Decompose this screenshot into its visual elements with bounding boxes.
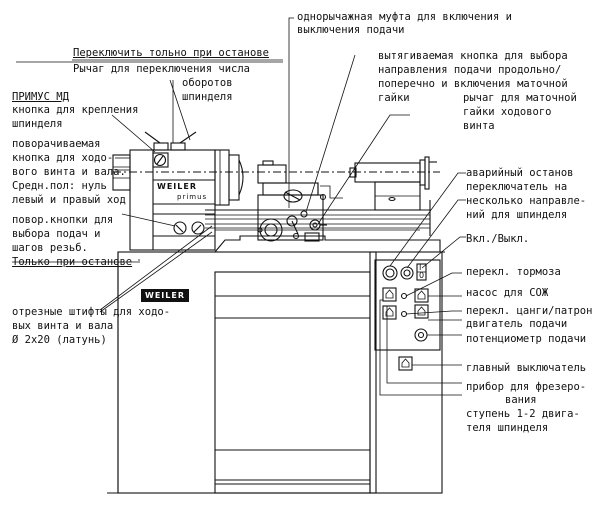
label-feed-knobs-3: шагов резьб.: [12, 242, 88, 254]
label-shear-pins-3: Ø 2x20 (латунь): [12, 334, 107, 346]
label-coolant-pump: насос для СОЖ: [466, 287, 549, 299]
label-pull-knob-2: направления подачи продольно/: [378, 64, 562, 76]
label-feed-knobs-2: выбора подач и: [12, 228, 101, 240]
label-shear-pins-2: вых винта и вала: [12, 320, 114, 332]
label-spindle-motor-1: ступень 1-2 двига-: [466, 408, 580, 420]
label-direction-switch-1: переключатель на: [466, 181, 568, 193]
control-panel: [374, 259, 441, 371]
label-half-nut-3: винта: [463, 120, 495, 132]
headstock: [112, 131, 244, 251]
weiler-logo-bed: WEILER: [140, 288, 190, 303]
label-pull-knob-1: вытягиваемая кнопка для выбора: [378, 50, 568, 62]
label-brake-switch: перекл. тормоза: [466, 266, 561, 278]
leader-lines: [12, 17, 466, 396]
label-spindle-lock-1: кнопка для крепления: [12, 104, 139, 116]
on-symbol: I: [419, 263, 422, 272]
label-milling-device-1: прибор для фрезеро-: [466, 381, 587, 393]
label-feed-knobs-1: повор.кнопки для: [12, 214, 114, 226]
label-collet-chuck-switch: перекл. цанги/патрон: [466, 305, 593, 317]
label-rotary-knob-2: кнопка для ходо-: [12, 152, 114, 164]
label-only-when-stopped: Только при останове: [12, 256, 133, 268]
label-half-nut-2: гайки ходового: [463, 106, 552, 118]
label-clutch-1: однорычажная муфта для включения и: [297, 11, 512, 23]
label-primus-md: ПРИМУС МД: [12, 91, 69, 103]
label-main-switch: главный выключатель: [466, 362, 587, 374]
carriage: [257, 160, 343, 242]
label-switch-only-stopped: Переключить тольно при останове: [73, 47, 269, 59]
label-spindle-lock-2: шпинделя: [12, 118, 63, 130]
label-direction-switch-3: ний для шпинделя: [466, 209, 568, 221]
label-rotary-knob-4: Средн.пол: нуль: [12, 180, 107, 192]
off-symbol: 0: [419, 271, 425, 280]
label-feed-motor: двигатель подачи: [466, 318, 568, 330]
label-rotary-knob-3: вого винта и вала.: [12, 166, 126, 178]
label-clutch-2: выключения подачи: [297, 24, 405, 36]
label-rotary-knob-1: поворачиваемая: [12, 138, 101, 150]
label-direction-switch-2: несколько направле-: [466, 195, 587, 207]
model-name: primus: [177, 193, 208, 201]
label-rotary-knob-5: левый и правый ход: [12, 194, 126, 206]
label-on-off: Вкл./Выкл.: [466, 233, 530, 245]
tailstock: [349, 156, 437, 211]
bed-base: [118, 229, 445, 253]
lathe-bed: [205, 200, 431, 236]
label-half-nut-1: рычаг для маточной: [463, 92, 577, 104]
label-emergency-stop: аварийный останов: [466, 167, 574, 179]
label-pull-knob-3: поперечно и включения маточной: [378, 78, 568, 90]
label-spindle-motor-2: теля шпинделя: [466, 422, 549, 434]
label-feed-potentiometer: потенциометр подачи: [466, 333, 587, 345]
label-speed-lever-1: Рычаг для переключения числа: [73, 63, 251, 75]
label-speed-lever-3: шпинделя: [182, 91, 233, 103]
weiler-logo-headstock: WEILER: [157, 182, 197, 191]
machine-stand: [117, 251, 443, 494]
label-shear-pins-1: отрезные штифты для ходо-: [12, 306, 171, 318]
label-pull-knob-4: гайки: [378, 92, 410, 104]
label-speed-lever-2: оборотов: [182, 77, 233, 89]
label-milling-device-2: вания: [505, 394, 537, 406]
